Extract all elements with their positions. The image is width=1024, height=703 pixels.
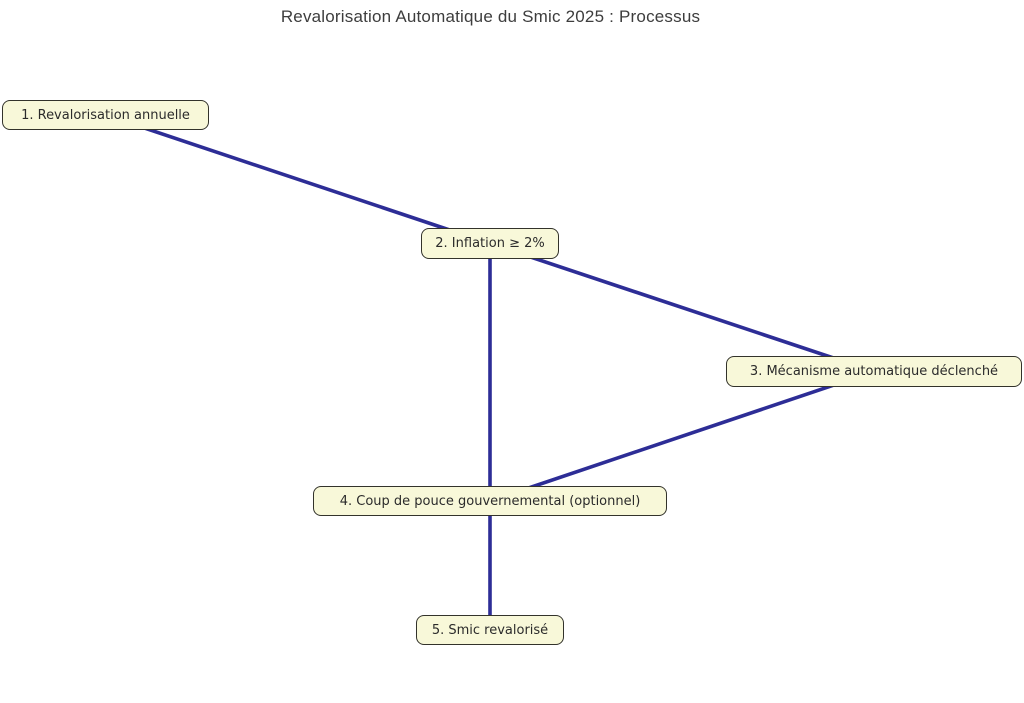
node-inflation-seuil: 2. Inflation ≥ 2% bbox=[421, 228, 559, 259]
node-coup-de-pouce: 4. Coup de pouce gouvernemental (optionn… bbox=[313, 486, 667, 516]
node-mecanisme-automatique: 3. Mécanisme automatique déclenché bbox=[726, 356, 1022, 387]
edge-1-to-2 bbox=[103, 113, 492, 246]
edge-2-to-3 bbox=[488, 241, 876, 374]
diagram-title: Revalorisation Automatique du Smic 2025 … bbox=[280, 7, 701, 26]
node-revalorisation-annuelle: 1. Revalorisation annuelle bbox=[2, 100, 209, 130]
node-smic-revalorise: 5. Smic revalorisé bbox=[416, 615, 564, 645]
edge-3-to-4 bbox=[488, 369, 876, 503]
